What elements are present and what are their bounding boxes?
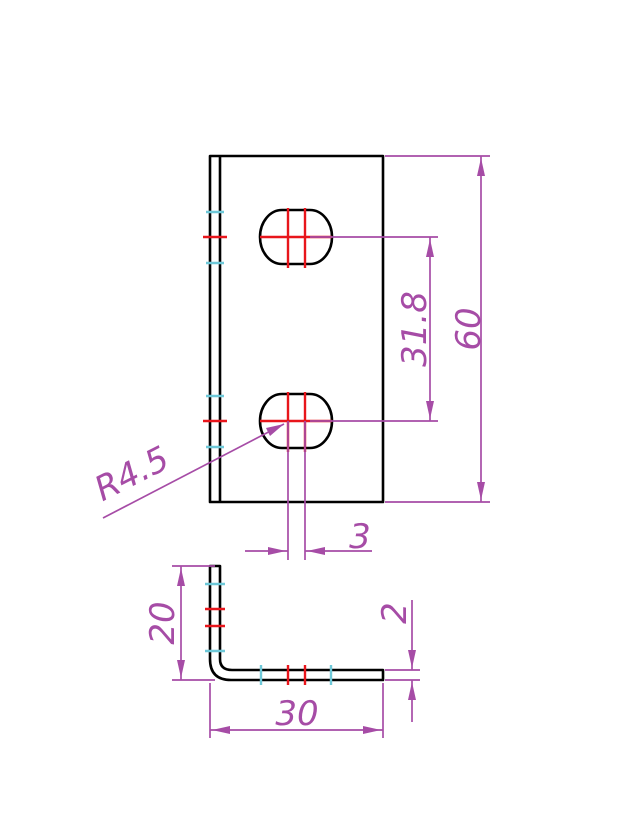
front-view (203, 154, 385, 504)
dimension-31-8: 31.8 (310, 236, 438, 422)
dimension-30: 30 (209, 683, 384, 738)
width-dimension-label: 30 (275, 694, 318, 734)
thickness-dimension-label: 2 (375, 602, 415, 624)
dimension-60: 60 (385, 155, 490, 503)
flange-height-dimension-label: 20 (143, 601, 183, 644)
side-center-marks (205, 607, 307, 685)
center-marks (203, 208, 332, 452)
dimension-2: 2 (375, 600, 420, 722)
angle-profile (208, 564, 385, 682)
height-dimension-label: 60 (449, 307, 489, 350)
side-view (205, 564, 385, 685)
slot-hole-bottom (258, 392, 334, 450)
dimension-20: 20 (143, 565, 215, 681)
side-hidden-marks (205, 582, 333, 685)
slot-hole-top (258, 208, 334, 266)
hole-spacing-dimension-label: 31.8 (395, 291, 435, 367)
slot-offset-dimension-label: 3 (349, 517, 371, 557)
dimension-radius: R4.5 (88, 423, 285, 519)
radius-dimension-label: R4.5 (88, 439, 175, 510)
dimension-3: 3 (245, 421, 372, 560)
plate-outline (208, 154, 385, 504)
hidden-marks (206, 210, 224, 449)
